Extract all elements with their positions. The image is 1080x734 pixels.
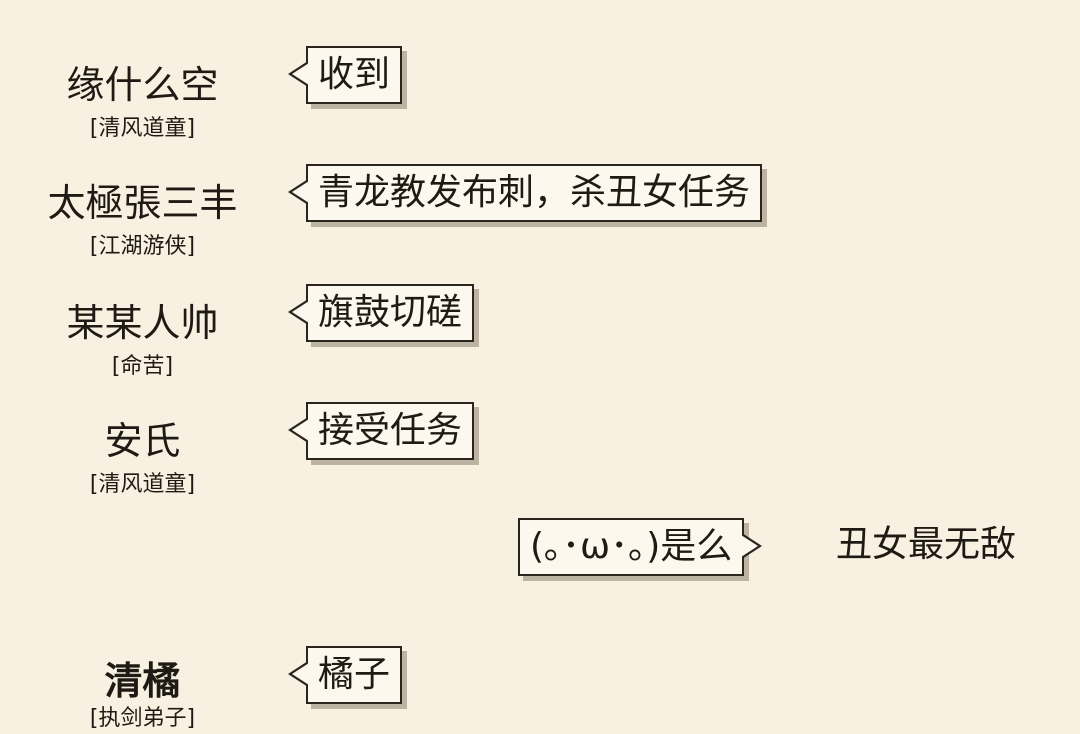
sender-title: [执剑弟子] [89,706,196,731]
message-bubble: 青龙教发布刺，杀丑女任务 [287,164,763,222]
sender[interactable]: 某某人帅 [命苦] [30,300,255,382]
sender-name[interactable]: 太極張三丰 [47,181,238,225]
sender-name[interactable]: 某某人帅 [66,301,219,345]
sender[interactable]: 清橘 [执剑弟子] [30,658,255,734]
chat-message: 太極張三丰 [江湖游侠] 青龙教发布刺，杀丑女任务 [0,0,1080,259]
sender-title: [命苦] [111,354,174,379]
sender[interactable]: 太極張三丰 [江湖游侠] [30,180,255,262]
message-bubble: 旗鼓切磋 [287,284,475,342]
sender[interactable]: 缘什么空 [清风道童] [30,62,255,144]
sender-title: [江湖游侠] [89,234,196,259]
sender-name[interactable]: 缘什么空 [66,63,219,107]
chat-message: 缘什么空 [清风道童] 收到 [0,0,1080,141]
message-bubble: 接受任务 [287,402,475,460]
sender[interactable]: 安氏 [清风道童] [30,418,255,500]
chat-message: 安氏 [清风道童] 接受任务 [0,0,1080,497]
sender-name[interactable]: 丑女最无敌 [836,524,1017,565]
chat-message: 某某人帅 [命苦] 旗鼓切磋 [0,0,1080,379]
message-bubble: 收到 [287,46,403,104]
sender-title: [清风道童] [89,116,196,141]
sender-name[interactable]: 安氏 [104,419,181,463]
sender-name[interactable]: 清橘 [104,659,181,703]
sender-title: [清风道童] [89,472,196,497]
message-bubble: 橘子 [287,646,403,704]
chat-message-self: (｡･ω･｡)是么 丑女最无敌 [0,0,1080,576]
message-bubble: (｡･ω･｡)是么 [518,518,763,576]
